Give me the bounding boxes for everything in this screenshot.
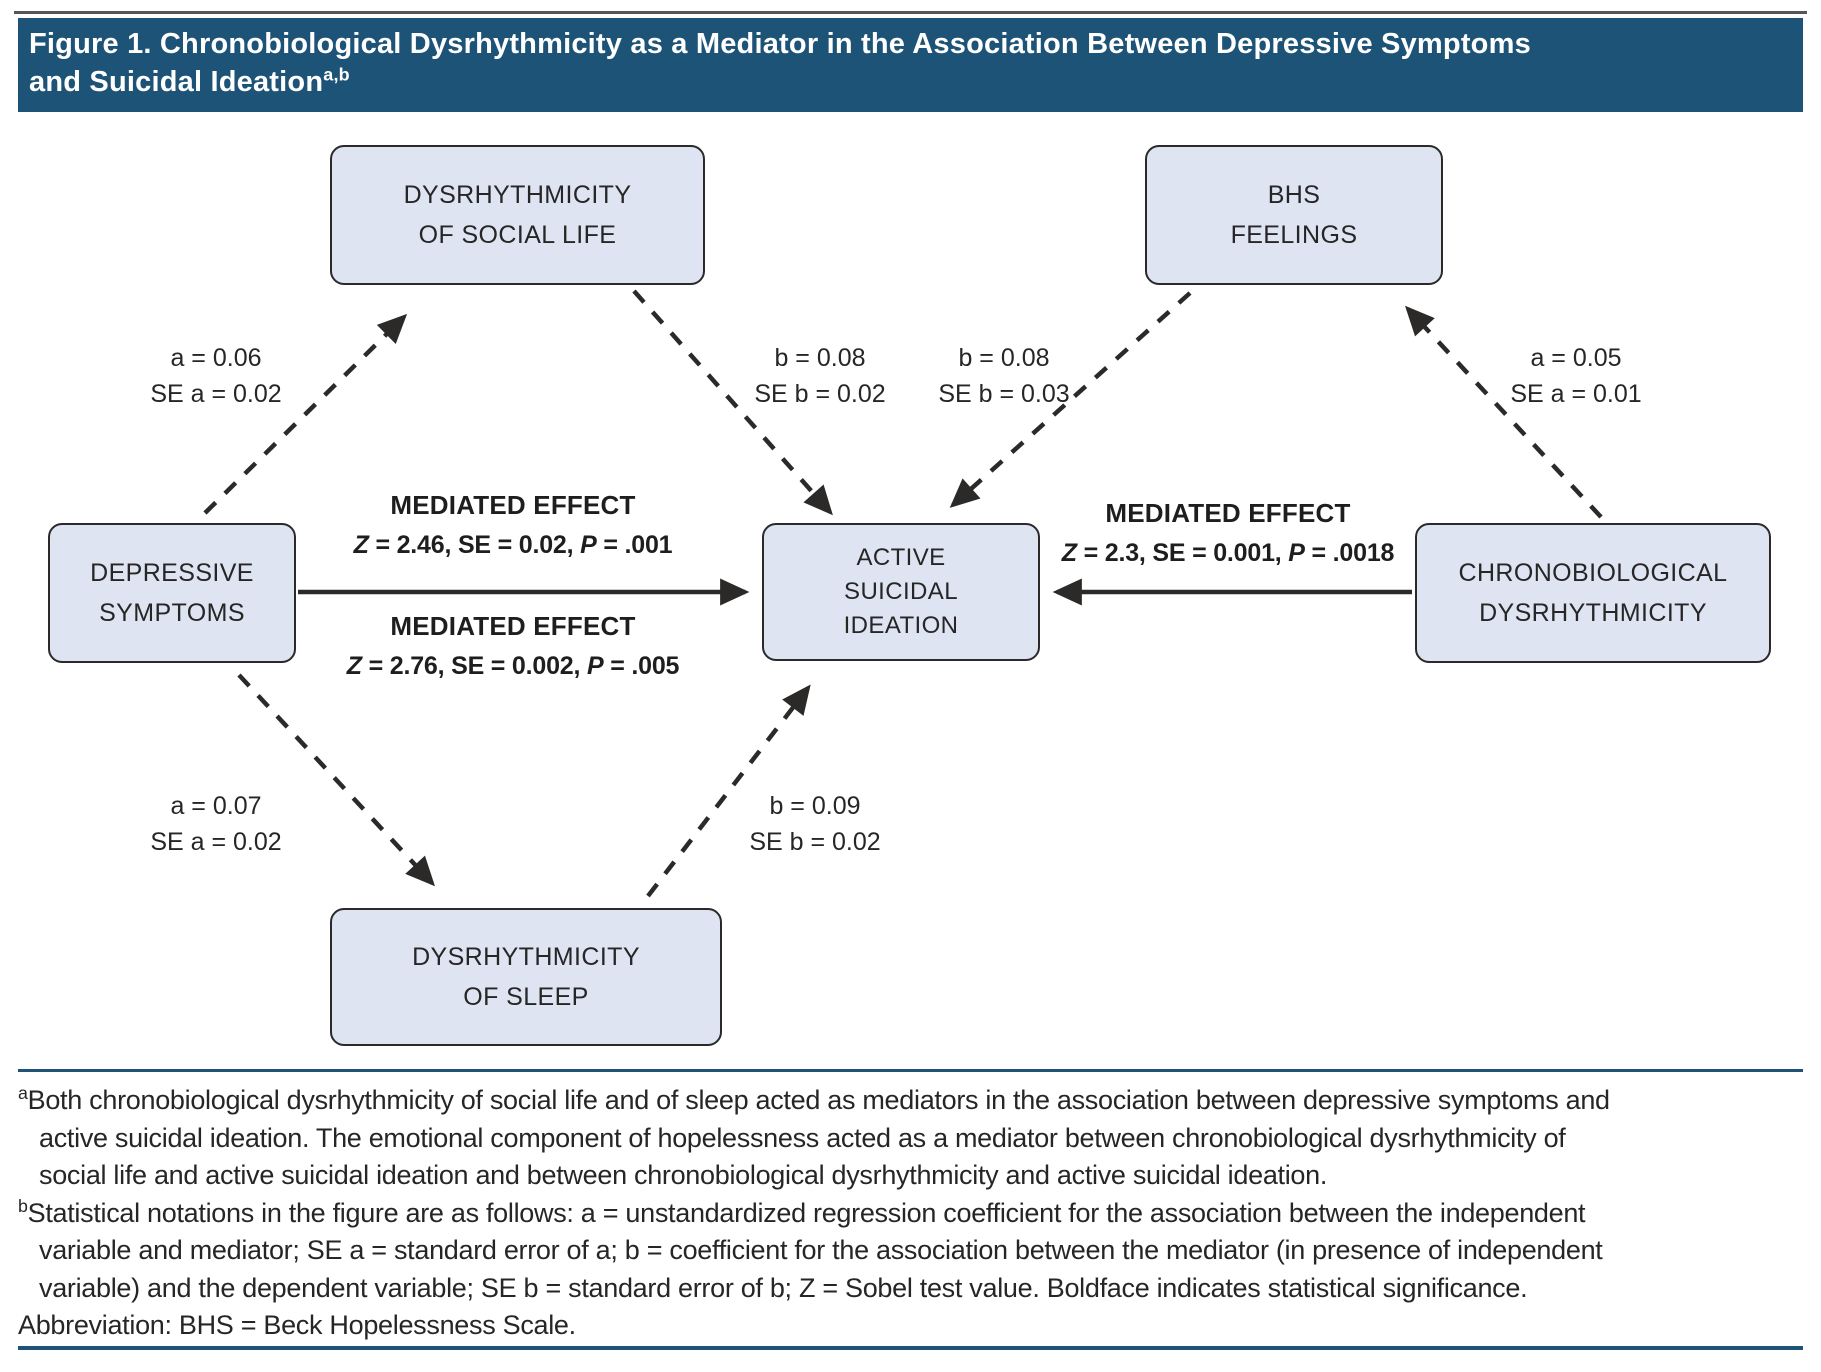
coefficient-line: a = 0.05 [1530,344,1622,372]
box-line: CHRONOBIOLOGICAL [1458,559,1728,587]
coefficient-line: SE b = 0.03 [938,380,1070,408]
mediated-effect-bhs-route: MEDIATED EFFECT Z = 2.3, SE = 0.001, P =… [1061,493,1395,573]
coefficient-line: a = 0.07 [170,792,262,820]
box-active-suicidal-ideation: ACTIVE SUICIDAL IDEATION [762,523,1040,661]
mediated-effect-heading: MEDIATED EFFECT [390,611,636,641]
box-dysrhythmicity-of-social-life: DYSRHYTHMICITY OF SOCIAL LIFE [330,145,705,285]
stat-p-value: = .0018 [1304,539,1395,567]
arrow-depressive-to-social-life [203,313,408,515]
footnote-text: Both chronobiological dysrhythmicity of … [27,1085,1610,1115]
figure-footnotes: aBoth chronobiological dysrhythmicity of… [18,1082,1806,1345]
footnote-text: Statistical notations in the figure are … [27,1197,1586,1228]
arrow-social-life-to-active-ideation [632,289,833,516]
top-rule [14,11,1807,14]
box-depressive-symptoms: DEPRESSIVE SYMPTOMS [48,523,296,663]
box-line: DYSRHYTHMICITY [412,943,640,971]
coefficient-line: b = 0.08 [774,344,866,372]
coefficient-line: SE b = 0.02 [749,828,881,856]
mediated-effect-sleep-route: MEDIATED EFFECT Z = 2.76, SE = 0.002, P … [346,606,680,686]
path-coefficient-b-social: b = 0.08 SE b = 0.02 [754,340,885,412]
box-line: ACTIVE [856,544,946,571]
coefficient-line: SE a = 0.01 [1510,380,1642,408]
coefficient-line: a = 0.06 [170,344,262,372]
box-line: DYSRHYTHMICITY [403,181,632,209]
mediated-effect-heading: MEDIATED EFFECT [390,490,636,520]
coefficient-line: b = 0.09 [769,792,861,820]
figure-title-footnote-marker: a,b [323,64,350,85]
box-line: SYMPTOMS [99,599,245,627]
abbreviation-line: Abbreviation: BHS = Beck Hopelessness Sc… [18,1310,576,1340]
arrow-chrono-to-bhs [1405,305,1603,519]
bottom-rule [18,1346,1803,1350]
footnote-a-line: active suicidal ideation. The emotional … [39,1122,1566,1153]
coefficient-line: SE b = 0.02 [754,380,886,408]
mediated-effect-stats: Z = 2.3, SE = 0.001, P = .0018 [1061,533,1395,573]
stat-values: = 2.46, SE = 0.02, [368,531,581,559]
mediated-effect-heading: MEDIATED EFFECT [1105,498,1351,528]
stat-z-symbol: Z [1061,539,1077,567]
coefficient-line: SE a = 0.02 [150,828,282,856]
box-chronobiological-dysrhythmicity: CHRONOBIOLOGICAL DYSRHYTHMICITY [1415,523,1771,663]
mediated-effect-stats: Z = 2.76, SE = 0.002, P = .005 [346,646,680,686]
box-bhs-feelings: BHS FEELINGS [1145,145,1443,285]
box-line: OF SLEEP [463,983,589,1011]
stat-values: = 2.76, SE = 0.002, [361,652,587,680]
stat-z-symbol: Z [353,531,369,559]
box-line: IDEATION [843,612,959,639]
figure-title-line2: and Suicidal Ideationa,b [29,63,1803,101]
box-line: OF SOCIAL LIFE [418,221,617,249]
stat-p-symbol: P [580,531,597,559]
path-coefficient-a-bhs: a = 0.05 SE a = 0.01 [1510,340,1641,412]
figure-title-bar: Figure 1. Chronobiological Dysrhythmicit… [18,18,1803,112]
mediated-effect-stats: Z = 2.46, SE = 0.02, P = .001 [354,525,673,565]
stat-values: = 2.3, SE = 0.001, [1076,539,1289,567]
box-line: DEPRESSIVE [90,559,254,587]
box-line: DYSRHYTHMICITY [1479,599,1707,627]
box-line: FEELINGS [1230,221,1358,249]
stat-z-symbol: Z [346,652,362,680]
figure-title-line1: Figure 1. Chronobiological Dysrhythmicit… [29,28,1531,60]
path-coefficient-a-social: a = 0.06 SE a = 0.02 [150,340,281,412]
footnote-a-marker: a [18,1083,28,1103]
path-coefficient-a-sleep: a = 0.07 SE a = 0.02 [150,788,281,860]
mediated-effect-social-route: MEDIATED EFFECT Z = 2.46, SE = 0.02, P =… [354,485,673,565]
stat-p-symbol: P [1288,539,1305,567]
box-dysrhythmicity-of-sleep: DYSRHYTHMICITY OF SLEEP [330,908,722,1046]
coefficient-line: b = 0.08 [958,344,1050,372]
arrow-bhs-to-active-ideation [949,291,1192,508]
path-coefficient-b-bhs: b = 0.08 SE b = 0.03 [938,340,1069,412]
arrow-depressive-to-sleep [237,673,435,887]
footnote-b-line: variable and mediator; SE a = standard e… [39,1235,1603,1265]
box-line: SUICIDAL [844,578,958,605]
footnote-b-marker: b [18,1195,28,1216]
figure-title-line2-text: and Suicidal Ideation [29,66,324,98]
path-coefficient-b-sleep: b = 0.09 SE b = 0.02 [749,788,880,860]
footnote-a-line: social life and active suicidal ideation… [39,1160,1328,1190]
footnote-separator-rule [18,1069,1803,1072]
box-line: BHS [1267,181,1321,209]
footnote-b-line: variable) and the dependent variable; SE… [39,1272,1528,1303]
stat-p-value: = .001 [596,531,673,559]
stat-p-value: = .005 [603,652,680,680]
stat-p-symbol: P [586,652,604,680]
footnote-a-line: aBoth chronobiological dysrhythmicity of… [18,1082,1806,1120]
coefficient-line: SE a = 0.02 [150,380,282,408]
footnote-b-line: bStatistical notations in the figure are… [18,1195,1806,1233]
